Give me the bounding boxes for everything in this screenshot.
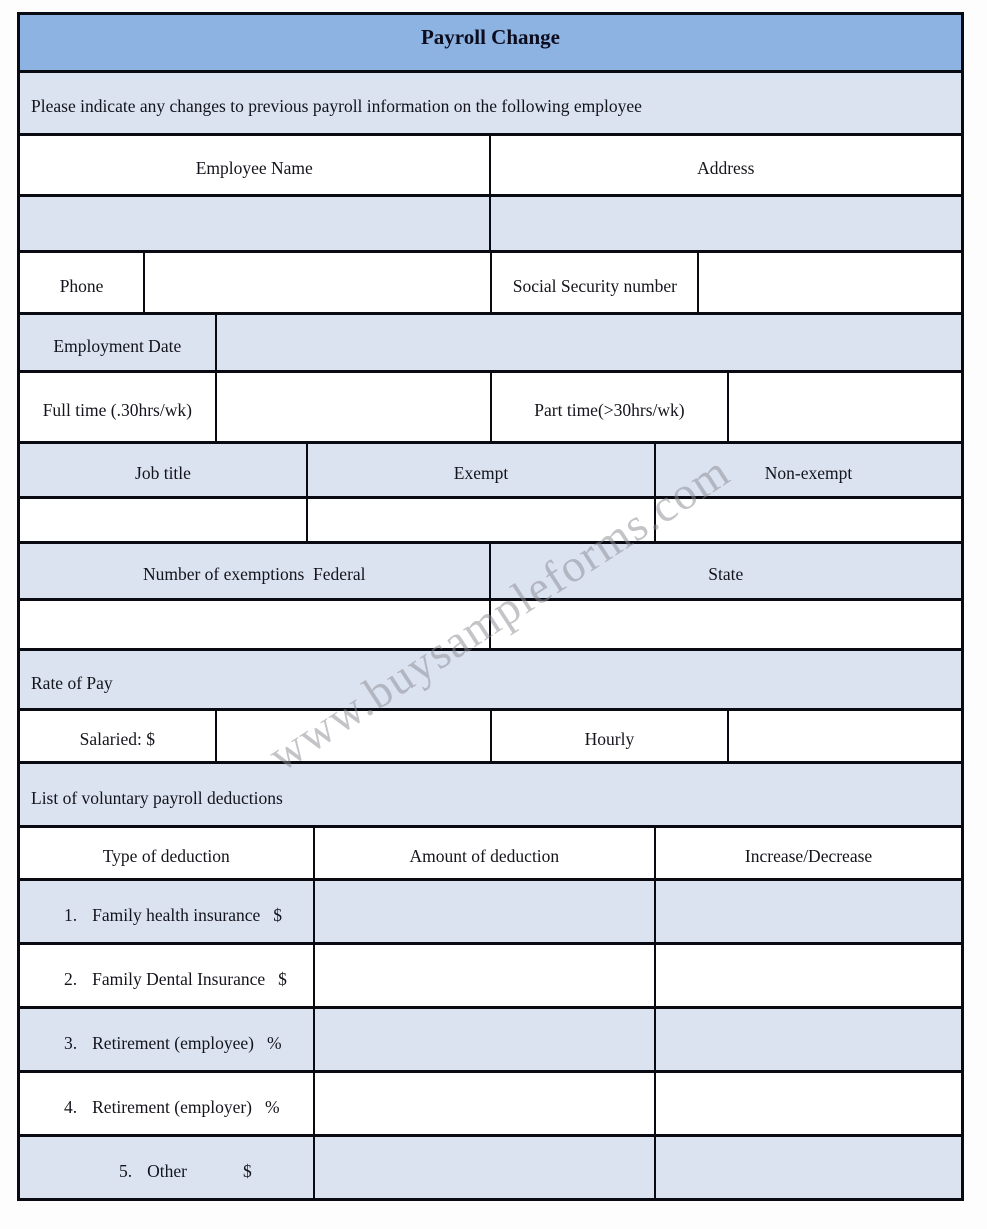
employment-date-label: Employment Date (20, 315, 217, 370)
form-title-row: Payroll Change (20, 15, 961, 73)
deductions-heading: List of voluntary payroll deductions (31, 787, 283, 808)
rate-of-pay-heading: Rate of Pay (31, 672, 113, 693)
non-exempt-input-cell[interactable] (656, 499, 961, 541)
exempt-label: Exempt (308, 444, 657, 496)
exempt-input-cell[interactable] (308, 499, 657, 541)
phone-label: Phone (20, 253, 146, 312)
exemptions-header-row: Number of exemptions Federal State (20, 544, 961, 601)
instruction-row: Please indicate any changes to previous … (20, 73, 961, 136)
deduction-number: 2. (64, 968, 78, 989)
col-header-type: Type of deduction (20, 828, 315, 878)
salaried-input-cell[interactable] (217, 711, 493, 761)
deduction-change-cell[interactable] (656, 881, 961, 942)
deduction-label-cell: 3. Retirement (employee) % (20, 1009, 315, 1070)
deduction-label: Family Dental Insurance (92, 968, 266, 989)
deduction-change-cell[interactable] (656, 1137, 961, 1198)
jobtitle-input-row (20, 499, 961, 544)
deductions-column-headers: Type of deduction Amount of deduction In… (20, 828, 961, 881)
deduction-label: Retirement (employer) (92, 1096, 252, 1117)
col-header-change: Increase/Decrease (744, 846, 873, 866)
deduction-amount-cell[interactable] (315, 1009, 657, 1070)
employment-date-row: Employment Date (20, 315, 961, 373)
deductions-heading-row: List of voluntary payroll deductions (20, 764, 961, 828)
name-address-input-row (20, 197, 961, 253)
deduction-change-cell[interactable] (656, 1073, 961, 1134)
part-time-label: Part time(>30hrs/wk) (492, 373, 729, 441)
deduction-label-cell: 2. Family Dental Insurance $ (20, 945, 315, 1006)
fulltime-parttime-row: Full time (.30hrs/wk) Part time(>30hrs/w… (20, 373, 961, 444)
payroll-change-form: Payroll Change Please indicate any chang… (17, 12, 964, 1201)
phone-input-cell[interactable] (145, 253, 493, 312)
salaried-hourly-row: Salaried: $ Hourly (20, 711, 961, 764)
deduction-row-1: 1. Family health insurance $ (20, 881, 961, 945)
deduction-unit: $ (278, 968, 287, 989)
deduction-unit: $ (273, 904, 283, 925)
deduction-number: 3. (64, 1032, 78, 1053)
employee-name-input-cell[interactable] (20, 197, 491, 250)
employment-date-input-cell[interactable] (217, 315, 961, 370)
deduction-number: 4. (64, 1096, 78, 1117)
deduction-row-5: 5. Other $ (20, 1137, 961, 1198)
deduction-unit: $ (242, 1160, 252, 1181)
ssn-input-cell[interactable] (699, 253, 961, 312)
deduction-label: Other (147, 1160, 187, 1181)
job-title-label: Job title (20, 444, 308, 496)
deduction-number: 5. (119, 1160, 133, 1181)
full-time-input-cell[interactable] (217, 373, 493, 441)
job-title-input-cell[interactable] (20, 499, 308, 541)
deduction-amount-cell[interactable] (315, 1137, 657, 1198)
rate-of-pay-row: Rate of Pay (20, 651, 961, 711)
deduction-amount-cell[interactable] (315, 881, 657, 942)
hourly-input-cell[interactable] (729, 711, 961, 761)
non-exempt-label: Non-exempt (764, 463, 853, 483)
form-title: Payroll Change (420, 25, 561, 49)
deduction-unit: % (266, 1032, 282, 1053)
instruction-text: Please indicate any changes to previous … (31, 96, 642, 116)
deduction-label-cell: 5. Other $ (20, 1137, 315, 1198)
deduction-row-4: 4. Retirement (employer) % (20, 1073, 961, 1137)
deduction-row-3: 3. Retirement (employee) % (20, 1009, 961, 1073)
part-time-input-cell[interactable] (729, 373, 961, 441)
phone-ssn-row: Phone Social Security number (20, 253, 961, 315)
deduction-label: Family health insurance (92, 904, 261, 925)
jobtitle-header-row: Job title Exempt Non-exempt (20, 444, 961, 499)
address-label: Address (697, 158, 755, 178)
exemptions-input-row (20, 601, 961, 651)
deduction-number: 1. (64, 904, 78, 925)
state-label: State (708, 564, 744, 584)
deduction-row-2: 2. Family Dental Insurance $ (20, 945, 961, 1009)
employee-name-label: Employee Name (20, 136, 491, 194)
deduction-unit: % (265, 1096, 280, 1117)
ssn-label: Social Security number (492, 253, 700, 312)
deduction-change-cell[interactable] (656, 1009, 961, 1070)
deduction-change-cell[interactable] (656, 945, 961, 1006)
hourly-label: Hourly (492, 711, 729, 761)
deduction-label-cell: 4. Retirement (employer) % (20, 1073, 315, 1134)
exemptions-federal-label: Number of exemptions Federal (20, 544, 491, 598)
salaried-label: Salaried: $ (20, 711, 217, 761)
deduction-amount-cell[interactable] (315, 1073, 657, 1134)
state-input-cell[interactable] (491, 601, 962, 648)
name-address-header-row: Employee Name Address (20, 136, 961, 197)
address-input-cell[interactable] (491, 197, 962, 250)
deduction-label-cell: 1. Family health insurance $ (20, 881, 315, 942)
exemptions-federal-input-cell[interactable] (20, 601, 491, 648)
deduction-label: Retirement (employee) (92, 1032, 254, 1053)
full-time-label: Full time (.30hrs/wk) (20, 373, 217, 441)
col-header-amount: Amount of deduction (315, 828, 657, 878)
deduction-amount-cell[interactable] (315, 945, 657, 1006)
